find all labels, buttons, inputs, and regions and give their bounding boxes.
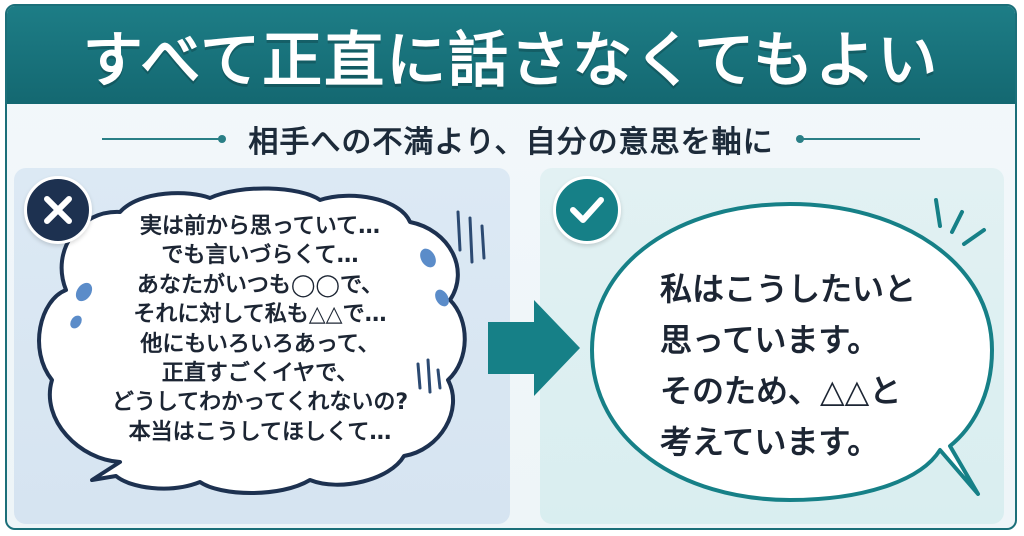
ng-line: それに対して私も△△で… [133, 302, 387, 328]
subtitle: 相手への不満より、自分の意思を軸に [248, 125, 774, 160]
subtitle-row: 相手への不満より、自分の意思を軸に [7, 114, 1015, 164]
ng-line: 実は前から思っていて… [139, 214, 381, 239]
ng-line: 正直すごくイヤで、 [161, 361, 359, 387]
ng-line: どうしてわかってくれないの? [111, 390, 409, 416]
ok-bubble-text: 私はこうしたいと 思っています。 そのため、△△と 考えています。 [660, 264, 970, 468]
ng-line: あなたがいつも◯◯で、 [136, 272, 384, 298]
ok-line: 私はこうしたいと [660, 270, 917, 308]
check-icon [553, 176, 621, 244]
ok-line: 考えています。 [660, 423, 880, 461]
agitation-lines-icon [416, 210, 486, 394]
sweat-drops-icon [70, 248, 449, 329]
ng-bubble-text: 実は前から思っていて… でも言いづらくて… あなたがいつも◯◯で、 それに対して… [60, 212, 460, 447]
ng-line: 本当はこうしてほしくて… [128, 419, 392, 445]
arrow-right-icon [488, 300, 580, 396]
emphasis-lines-icon [934, 198, 986, 246]
page-title: すべて正直に話さなくてもよい [82, 25, 940, 96]
cross-icon [24, 176, 92, 244]
ng-speech-bubble [37, 186, 467, 495]
subtitle-divider-right [795, 135, 920, 143]
ng-line: でも言いづらくて… [161, 243, 359, 269]
ng-line: 他にもいろいろあって、 [140, 331, 380, 357]
ok-line: そのため、△△と [660, 372, 902, 410]
ok-speech-bubble [590, 202, 994, 502]
ok-line: 思っています。 [660, 321, 880, 359]
subtitle-divider-left [102, 135, 227, 143]
header-banner: すべて正直に話さなくてもよい [7, 6, 1015, 104]
